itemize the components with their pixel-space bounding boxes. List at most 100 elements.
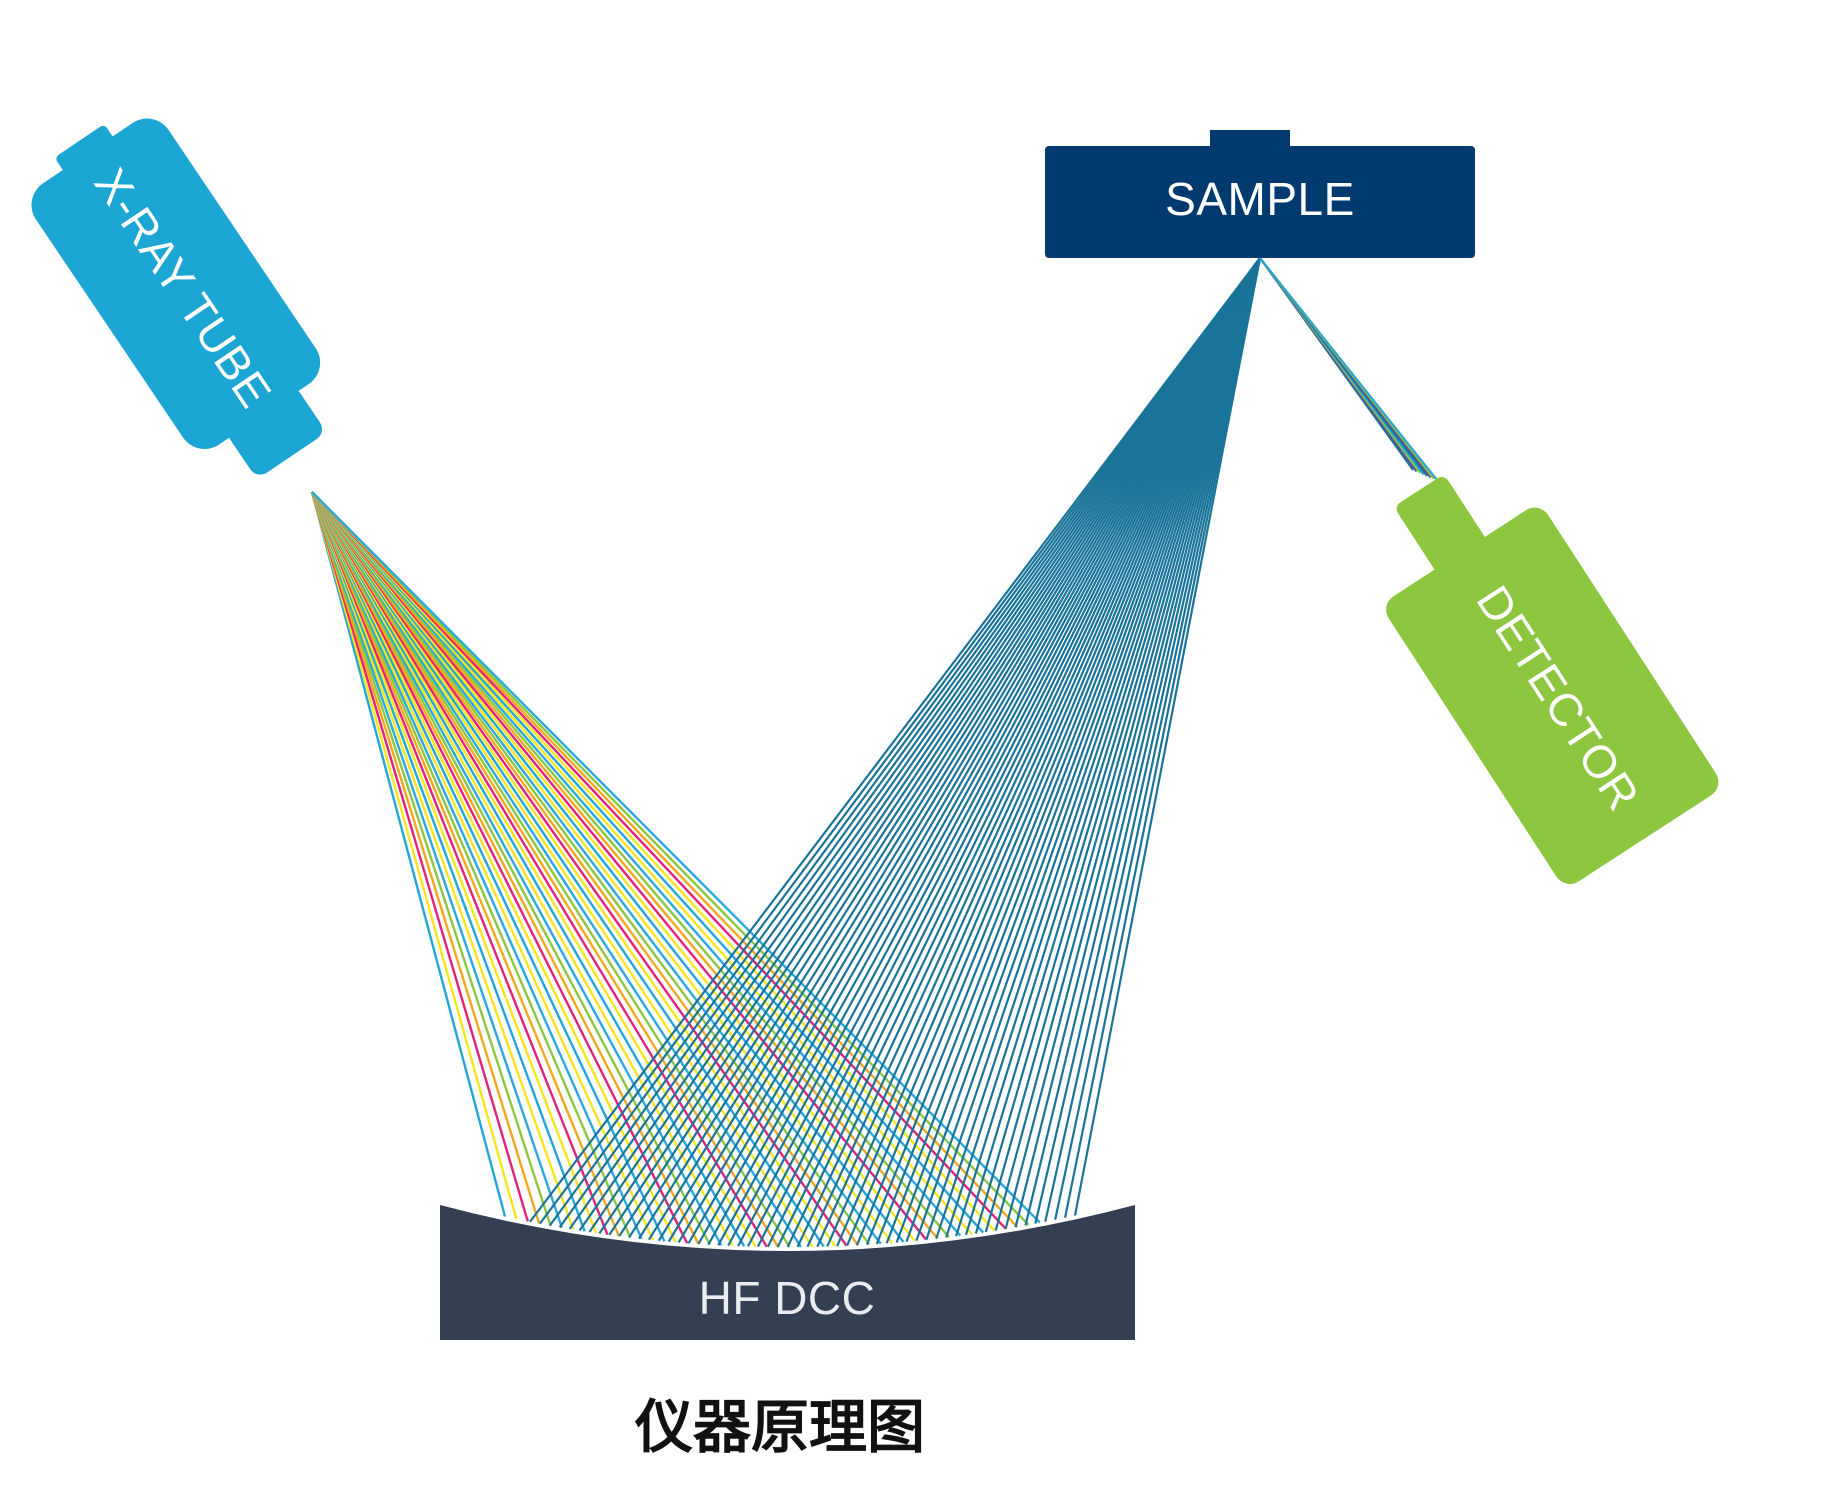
incident-beam-line bbox=[310, 491, 677, 1243]
incident-beam-line bbox=[310, 491, 780, 1248]
diffracted-beam-line bbox=[935, 257, 1262, 1239]
incident-beam-line bbox=[310, 491, 598, 1234]
incident-beam-line bbox=[310, 491, 757, 1248]
diffracted-beam-line bbox=[955, 257, 1262, 1237]
diffracted-beam-line bbox=[816, 257, 1262, 1248]
diffracted-beam-line bbox=[1064, 257, 1262, 1218]
diffracted-beam-line bbox=[945, 257, 1262, 1238]
sample-top-tab bbox=[1210, 130, 1290, 150]
incident-beam-line bbox=[310, 491, 791, 1248]
sample-block bbox=[1045, 146, 1475, 258]
diffracted-beam-line bbox=[737, 257, 1261, 1247]
diffracted-beam-line bbox=[826, 257, 1262, 1247]
diffracted-beam-line bbox=[717, 257, 1261, 1246]
diffracted-beam-line bbox=[875, 257, 1262, 1245]
diffracted-beam-line bbox=[628, 257, 1261, 1239]
incident-beam-line bbox=[310, 491, 632, 1239]
diffracted-beam-line bbox=[529, 257, 1261, 1223]
diffracted-beam-line bbox=[657, 257, 1261, 1242]
diffracted-beam-line bbox=[1024, 257, 1262, 1226]
hf-dcc-body bbox=[440, 1205, 1135, 1340]
diffracted-beam-line bbox=[776, 257, 1261, 1248]
diffracted-beam-line bbox=[647, 257, 1261, 1241]
diffracted-beam-line bbox=[796, 257, 1261, 1248]
incident-beam-line bbox=[310, 491, 609, 1236]
incident-beam-line bbox=[310, 491, 666, 1242]
diffracted-beam-line bbox=[608, 257, 1261, 1236]
detector: DETECTOR bbox=[1386, 477, 1719, 884]
incident-beam-line bbox=[310, 491, 734, 1247]
diffracted-beam-line bbox=[687, 257, 1261, 1244]
diffracted-beam-line bbox=[885, 257, 1262, 1244]
incident-beam-line bbox=[310, 491, 564, 1229]
incident-beam-line bbox=[311, 491, 1041, 1224]
diffracted-beam-line bbox=[865, 257, 1262, 1246]
diffracted-beam-line bbox=[1014, 257, 1262, 1228]
incident-beam-line bbox=[311, 491, 939, 1240]
incident-beam-line bbox=[310, 491, 541, 1224]
xray-tube-anode-cap bbox=[56, 125, 114, 173]
diffracted-beam-line bbox=[1034, 257, 1262, 1224]
incident-beam-line bbox=[310, 491, 746, 1247]
incident-beam-line bbox=[310, 491, 768, 1248]
incident-beam-line bbox=[310, 491, 814, 1248]
diffracted-beam-line bbox=[598, 257, 1261, 1235]
diffracted-beam-line bbox=[588, 257, 1261, 1233]
incident-beam-line bbox=[311, 491, 825, 1248]
detected-beams bbox=[1259, 257, 1439, 482]
incident-beam-line bbox=[310, 491, 723, 1246]
diffracted-beam-line bbox=[974, 257, 1262, 1234]
incident-beam-line bbox=[311, 491, 837, 1247]
incident-beam-line bbox=[311, 491, 1019, 1228]
hf-dcc-label: HF DCC bbox=[699, 1272, 876, 1324]
incident-beam-line bbox=[310, 491, 620, 1237]
detector-body bbox=[1386, 507, 1719, 884]
diffracted-beam-line bbox=[548, 257, 1261, 1227]
incident-beam-line bbox=[311, 491, 905, 1243]
incident-beam-line bbox=[311, 491, 1007, 1230]
diffracted-beam-line bbox=[905, 257, 1262, 1242]
diffracted-beam-line bbox=[855, 257, 1262, 1246]
diffracted-beam-line bbox=[707, 257, 1261, 1246]
incident-beam-line bbox=[310, 491, 552, 1226]
diffracted-beam-line bbox=[727, 257, 1261, 1247]
xray-tube-body bbox=[31, 118, 321, 449]
incident-beam-line bbox=[310, 491, 711, 1246]
incident-beam-line bbox=[310, 491, 529, 1222]
diffracted-beam-line bbox=[846, 257, 1262, 1247]
diffracted-beam-line bbox=[994, 257, 1262, 1231]
incident-beam-line bbox=[311, 491, 848, 1247]
incident-beam-line bbox=[310, 491, 700, 1245]
diffracted-beam-line bbox=[747, 257, 1261, 1247]
incident-beam-line bbox=[310, 491, 802, 1248]
diffracted-beams bbox=[529, 257, 1262, 1248]
incident-beam-line bbox=[310, 491, 643, 1240]
diffracted-beam-line bbox=[578, 257, 1261, 1232]
incident-beam-line bbox=[310, 491, 575, 1230]
incident-beam-line bbox=[311, 491, 882, 1245]
diffracted-beam-line bbox=[1073, 257, 1262, 1216]
incident-beam-line bbox=[311, 491, 1030, 1226]
diffracted-beam-line bbox=[925, 257, 1262, 1241]
detected-beam-line bbox=[1259, 257, 1439, 482]
diffracted-beam-line bbox=[786, 257, 1261, 1248]
xray-tube: X-RAY TUBE bbox=[31, 118, 322, 475]
incident-beam-line bbox=[311, 491, 871, 1246]
diffracted-beam-line bbox=[756, 257, 1261, 1248]
incident-beam-line bbox=[310, 491, 655, 1241]
diffracted-beam-line bbox=[895, 257, 1262, 1243]
incident-beam-line bbox=[311, 491, 916, 1242]
incident-beam-line bbox=[311, 491, 893, 1244]
xray-tube-neck bbox=[228, 387, 322, 475]
diffracted-beam-line bbox=[697, 257, 1261, 1245]
sample-label: SAMPLE bbox=[1165, 173, 1355, 225]
incident-beam-line bbox=[310, 491, 689, 1244]
diffracted-beam-line bbox=[836, 257, 1262, 1247]
diffracted-beam-line bbox=[677, 257, 1261, 1244]
diffracted-beam-line bbox=[558, 257, 1261, 1228]
incident-beam-line bbox=[311, 491, 859, 1246]
diffracted-beam-line bbox=[667, 257, 1261, 1243]
diffracted-beam-line bbox=[1004, 257, 1262, 1230]
diffracted-beam-line bbox=[539, 257, 1261, 1225]
